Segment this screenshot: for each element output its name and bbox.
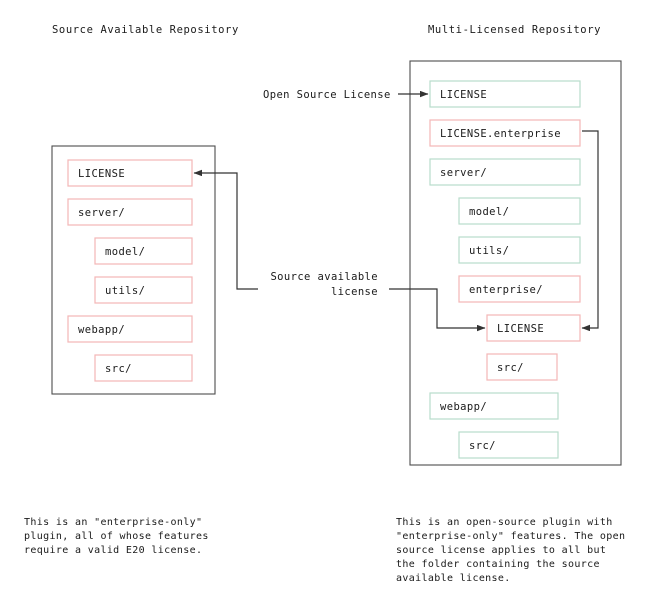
right-node-model[interactable]: model/ [458, 197, 581, 225]
left-node-license-label: LICENSE [78, 168, 125, 180]
right-node-webapp-src[interactable]: src/ [458, 431, 559, 459]
right-caption-line-3: source license applies to all but [396, 545, 606, 556]
right-node-server-rect[interactable] [429, 158, 581, 186]
edge-label-source-available-license-group: Source available license [270, 271, 378, 298]
edge-label-source-available-line1: Source available [270, 271, 378, 283]
right-node-utils-rect[interactable] [458, 236, 581, 264]
right-node-webapp-rect[interactable] [429, 392, 559, 420]
left-node-webapp-label: webapp/ [78, 324, 125, 336]
left-caption-line-2: plugin, all of whose features [24, 531, 209, 542]
right-node-utils-label: utils/ [469, 245, 509, 257]
edge-license-enterprise-to-nested-license [581, 130, 599, 332]
left-node-license-rect[interactable] [67, 159, 193, 187]
left-node-server[interactable]: server/ [67, 198, 193, 226]
right-node-license-enterprise[interactable]: LICENSE.enterprise [429, 119, 581, 147]
left-node-src[interactable]: src/ [94, 354, 193, 382]
right-node-server[interactable]: server/ [429, 158, 581, 186]
left-node-utils-rect[interactable] [94, 276, 193, 304]
left-node-webapp-rect[interactable] [67, 315, 193, 343]
left-container-border [51, 145, 216, 395]
right-node-server-label: server/ [440, 167, 487, 179]
edge-label-open-source-license: Open Source License [263, 89, 391, 101]
left-node-utils-label: utils/ [105, 285, 145, 297]
right-repo-title: Multi-Licensed Repository [428, 24, 601, 36]
right-node-enterprise-rect[interactable] [458, 275, 581, 303]
right-caption-line-2: "enterprise-only" features. The open [396, 531, 625, 542]
left-node-src-rect[interactable] [94, 354, 193, 382]
left-node-model-label: model/ [105, 246, 145, 258]
right-node-enterprise[interactable]: enterprise/ [458, 275, 581, 303]
right-node-webapp-label: webapp/ [440, 401, 487, 413]
edge-source-available-to-left-license [193, 169, 258, 290]
right-node-enterprise-license[interactable]: LICENSE [486, 314, 581, 342]
right-node-webapp[interactable]: webapp/ [429, 392, 559, 420]
right-node-model-label: model/ [469, 206, 509, 218]
left-caption: This is an "enterprise-only" plugin, all… [24, 517, 209, 556]
right-caption-line-5: available license. [396, 573, 511, 584]
left-node-license[interactable]: LICENSE [67, 159, 193, 187]
right-node-webapp-src-rect[interactable] [458, 431, 559, 459]
left-node-src-label: src/ [105, 363, 132, 375]
left-node-server-rect[interactable] [67, 198, 193, 226]
right-node-enterprise-src[interactable]: src/ [486, 353, 558, 381]
right-node-utils[interactable]: utils/ [458, 236, 581, 264]
left-node-server-label: server/ [78, 207, 125, 219]
left-node-model[interactable]: model/ [94, 237, 193, 265]
right-node-license-enterprise-label: LICENSE.enterprise [440, 128, 561, 140]
right-node-enterprise-src-rect[interactable] [486, 353, 558, 381]
right-node-license-enterprise-rect[interactable] [429, 119, 581, 147]
left-caption-line-3: require a valid E20 license. [24, 545, 202, 556]
left-node-model-rect[interactable] [94, 237, 193, 265]
edge-open-source-license: Open Source License [263, 89, 429, 101]
right-node-enterprise-label: enterprise/ [469, 284, 543, 296]
right-caption: This is an open-source plugin with "ente… [396, 517, 625, 584]
edge-source-available-to-right-license [389, 288, 486, 332]
left-caption-line-1: This is an "enterprise-only" [24, 517, 202, 528]
left-node-utils[interactable]: utils/ [94, 276, 193, 304]
right-node-license-label: LICENSE [440, 89, 487, 101]
right-node-enterprise-license-rect[interactable] [486, 314, 581, 342]
right-caption-line-4: the folder containing the source [396, 559, 600, 570]
left-repository-container: LICENSE server/ model/ utils/ webapp/ sr… [51, 145, 216, 395]
right-node-webapp-src-label: src/ [469, 440, 496, 452]
left-node-webapp[interactable]: webapp/ [67, 315, 193, 343]
right-node-enterprise-license-label: LICENSE [497, 323, 544, 335]
right-node-license-rect[interactable] [429, 80, 581, 108]
right-node-license[interactable]: LICENSE [429, 80, 581, 108]
left-repo-title: Source Available Repository [52, 24, 239, 36]
edge-label-source-available-line2: license [331, 286, 378, 298]
right-node-enterprise-src-label: src/ [497, 362, 524, 374]
right-repository-container: LICENSE LICENSE.enterprise server/ model… [409, 60, 622, 466]
right-caption-line-1: This is an open-source plugin with [396, 517, 613, 528]
right-node-model-rect[interactable] [458, 197, 581, 225]
